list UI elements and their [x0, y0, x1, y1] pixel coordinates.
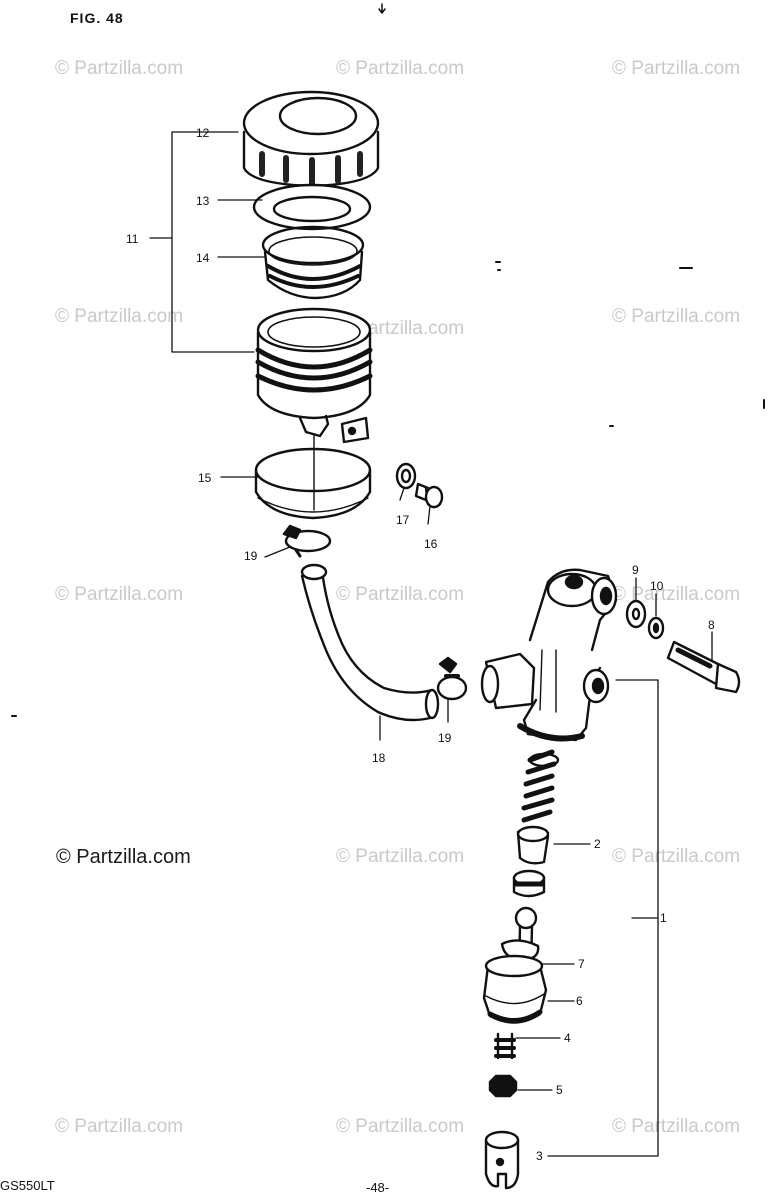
callout-9: 9	[632, 563, 639, 577]
callout-5: 5	[556, 1083, 563, 1097]
screw	[414, 482, 444, 509]
watermark: © Partzilla.com	[612, 1116, 741, 1137]
watermark: © Partzilla.com	[336, 58, 465, 79]
watermark: © Partzilla.com	[336, 846, 465, 867]
watermark: © Partzilla.com	[612, 584, 741, 605]
watermark: © Partzilla.com	[55, 306, 184, 327]
callout-4: 4	[564, 1031, 571, 1045]
callout-17: 17	[396, 513, 410, 527]
washer	[395, 462, 417, 490]
figure-label: FIG. 48	[70, 10, 124, 26]
copyright-notice: © Partzilla.com	[56, 846, 191, 868]
callout-11: 11	[126, 232, 139, 246]
primary-cup	[516, 825, 550, 865]
callout-7: 7	[578, 957, 585, 971]
callout-15: 15	[198, 471, 212, 485]
union-washer-9	[625, 599, 647, 629]
hose	[300, 563, 440, 722]
callout-1: 1	[660, 911, 667, 925]
reservoir-body	[255, 307, 373, 511]
hose-clamp-upper	[282, 524, 332, 558]
hose-clamp-lower	[436, 656, 468, 701]
callout-12: 12	[196, 126, 210, 140]
reservoir-band	[254, 447, 372, 520]
callout-6: 6	[576, 994, 583, 1008]
leader-lines	[149, 131, 713, 1157]
rubber-boot	[482, 954, 548, 1024]
callout-labels: 12 13 14 11 15 17 16 19 19 18 9 10 8 2 1…	[126, 126, 715, 1163]
callout-19-lower: 19	[438, 731, 452, 745]
watermark: © Partzilla.com	[612, 846, 741, 867]
watermark: © Partzilla.com	[336, 1116, 465, 1137]
callout-8: 8	[708, 618, 715, 632]
callout-16: 16	[424, 537, 438, 551]
callout-3: 3	[536, 1149, 543, 1163]
callout-14: 14	[196, 251, 210, 265]
watermark: © Partzilla.com	[612, 58, 741, 79]
master-cylinder-body	[480, 568, 618, 742]
model-code: GS550LT	[0, 1178, 55, 1193]
watermark: © Partzilla.com	[55, 584, 184, 605]
watermark: © Partzilla.com	[55, 58, 184, 79]
piston	[512, 869, 546, 898]
union-bolt	[666, 640, 741, 694]
reservoir-cap	[242, 90, 380, 188]
callout-19-upper: 19	[244, 549, 258, 563]
watermark: © Partzilla.com	[612, 306, 741, 327]
watermark: © Partzilla.com	[55, 1116, 184, 1137]
diaphragm	[261, 225, 365, 300]
union-washer-10	[647, 616, 665, 640]
callout-2: 2	[594, 837, 601, 851]
callout-10: 10	[650, 579, 664, 593]
callout-13: 13	[196, 194, 210, 208]
callout-18: 18	[372, 751, 386, 765]
lock-nut	[488, 1074, 518, 1098]
top-mark	[378, 3, 386, 14]
page-number: -48-	[366, 1180, 390, 1195]
rod-end	[494, 1032, 516, 1060]
diaphragm-plate	[252, 183, 372, 231]
watermark: © Partzilla.com	[336, 584, 465, 605]
return-spring	[521, 749, 560, 823]
clevis	[484, 1130, 520, 1190]
